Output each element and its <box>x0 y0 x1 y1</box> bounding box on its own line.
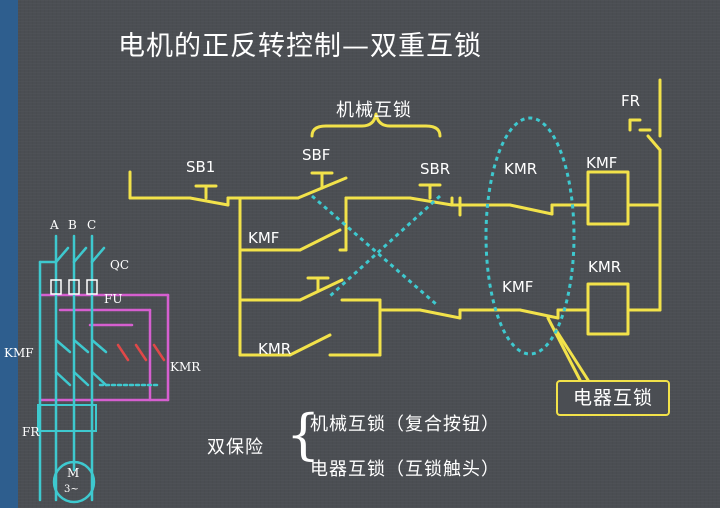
phase-a-label: A <box>50 218 59 232</box>
legend-brace: { <box>286 403 321 466</box>
interlock-dash-2 <box>328 194 442 298</box>
sbr-label: SBR <box>420 160 451 178</box>
sbf-label: SBF <box>302 146 331 164</box>
sb1-contact <box>188 196 230 207</box>
legend-item-2: 电器互锁（互锁触头） <box>310 459 500 480</box>
kmf-holding-contact <box>298 228 342 252</box>
kmf-coil-box <box>586 170 630 226</box>
phase-c-label: C <box>87 218 97 232</box>
kmr-holding-contact <box>288 333 332 357</box>
interlock-dash-1 <box>311 194 437 306</box>
kmr-main-contacts <box>116 343 166 362</box>
kmr-contact-label: KMR <box>504 160 538 178</box>
left-accent-strip <box>0 0 18 508</box>
main-wires <box>38 234 162 502</box>
kmr-holding-label: KMR <box>258 340 292 358</box>
legend-heading: 双保险 <box>207 437 264 458</box>
fr-thermal-box <box>37 404 97 432</box>
sbr-no-contact <box>298 278 344 302</box>
motor-label: M <box>67 466 80 480</box>
slide-title: 电机的正反转控制—双重互锁 <box>118 31 482 62</box>
sb1-label: SB1 <box>186 158 216 176</box>
motor-sub-label: 3~ <box>64 484 79 495</box>
kmr-coil-label: KMR <box>588 258 622 276</box>
kmf-interlock-contact <box>518 308 560 320</box>
interlock-dashes <box>311 116 576 356</box>
fuses <box>50 279 98 295</box>
mechanical-interlock-label: 机械互锁 <box>336 100 412 121</box>
sbf-nc-contact <box>418 308 462 320</box>
legend-item-1: 机械互锁（复合按钮） <box>310 414 500 435</box>
fr-top-label: FR <box>621 92 641 110</box>
main-kmr-label: KMR <box>170 360 201 374</box>
electrical-interlock-box: 电器互锁 <box>556 380 670 416</box>
kmf-coil-label: KMF <box>586 154 618 172</box>
phase-b-label: B <box>68 218 77 232</box>
kmr-coil-box <box>586 282 630 336</box>
callout-line-1 <box>554 328 590 382</box>
fu-label: FU <box>104 292 123 306</box>
main-circuit <box>37 234 170 504</box>
qc-label: QC <box>110 258 130 272</box>
main-fr-label: FR <box>22 425 40 439</box>
callout-line-2 <box>546 316 582 382</box>
motor-symbol <box>52 460 96 504</box>
control-circuit <box>128 78 662 382</box>
fr-contact <box>646 134 662 152</box>
main-kmf-label: KMF <box>4 346 34 360</box>
kmf-contact-label: KMF <box>502 278 534 296</box>
kmf-holding-label: KMF <box>248 229 280 247</box>
electrical-interlock-ellipse <box>484 116 576 356</box>
kmr-interlock-contact <box>508 203 554 216</box>
mechanical-interlock-bracket <box>310 112 442 138</box>
sbr-nc-contact <box>408 196 454 207</box>
